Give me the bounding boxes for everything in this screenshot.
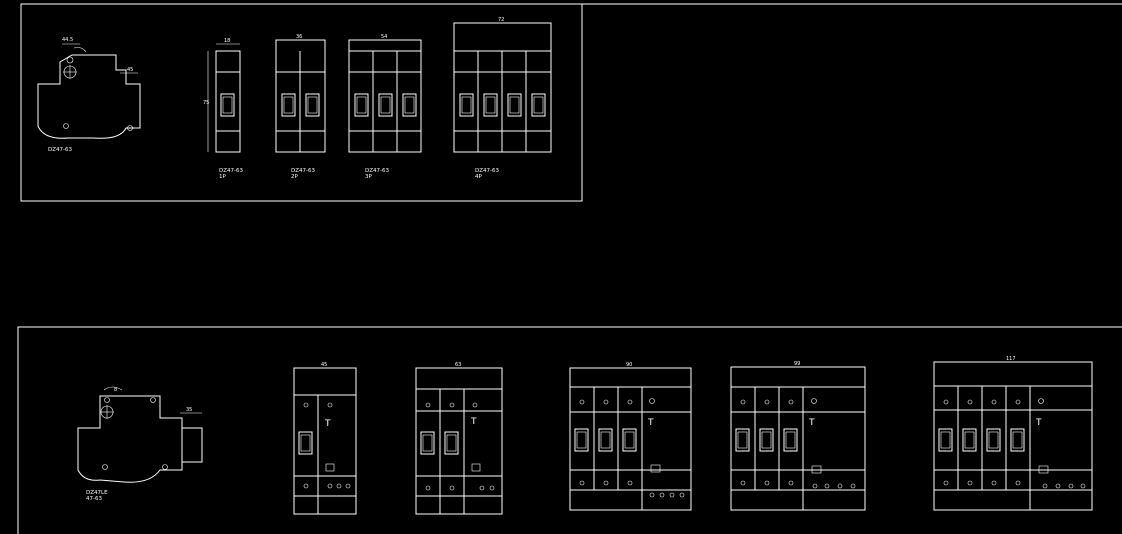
- breaker-3p-label2: 3P: [365, 174, 372, 180]
- bottom-frame: [17, 326, 1122, 534]
- breaker-4p: 72 DZ47-63 4P: [453, 17, 552, 180]
- breaker-4p-label: DZ47-63: [475, 168, 499, 174]
- breaker-1p-label: DZ47-63: [219, 168, 243, 174]
- bottom-side-dim-1: 8: [114, 387, 117, 393]
- side-label: DZ47-63: [48, 147, 72, 153]
- rcbo-99-width: 99: [794, 361, 800, 367]
- breaker-2p-width: 36: [296, 34, 302, 40]
- side-dim-1: 44.5: [62, 37, 73, 43]
- rcbo-117-test: T: [1035, 418, 1042, 428]
- rcbo-45-width: 45: [321, 362, 327, 368]
- rcbo-63-test: T: [470, 417, 477, 427]
- rcbo-117: 117 T: [933, 356, 1093, 511]
- rcbo-45: 45 T: [293, 362, 357, 515]
- breaker-2p-label: DZ47-63: [291, 168, 315, 174]
- breaker-4p-label2: 4P: [475, 174, 482, 180]
- rcbo-63: 63 T: [415, 362, 503, 515]
- breaker-4p-width: 72: [498, 17, 504, 23]
- bottom-side-dim-2: 35: [186, 407, 192, 413]
- rcbo-90: 90 T: [569, 362, 692, 511]
- bottom-side-view: 8 35 DZ47LE 47-63: [77, 386, 203, 502]
- bottom-side-label2: 47-63: [86, 496, 102, 502]
- bottom-side-label: DZ47LE: [86, 490, 108, 496]
- breaker-1p-height: 75: [203, 100, 209, 106]
- top-side-view: 44.5 45 DZ47-63: [37, 37, 141, 153]
- breaker-3p-label: DZ47-63: [365, 168, 389, 174]
- rcbo-99-test: T: [808, 418, 815, 428]
- rcbo-90-width: 90: [626, 362, 632, 368]
- breaker-1p-width: 18: [224, 38, 230, 44]
- breaker-3p: 54 DZ47-63 3P: [348, 34, 422, 180]
- breaker-1p: 18 75 DZ47-63 1P: [203, 38, 243, 180]
- breaker-2p-label2: 2P: [291, 174, 298, 180]
- rcbo-99: 99 T: [730, 361, 866, 511]
- rcbo-45-test: T: [324, 419, 331, 429]
- breaker-3p-width: 54: [381, 34, 387, 40]
- side-dim-2: 45: [127, 67, 133, 73]
- rcbo-117-width: 117: [1006, 356, 1016, 362]
- rcbo-90-test: T: [647, 418, 654, 428]
- breaker-1p-label2: 1P: [219, 174, 226, 180]
- top-frame: [20, 3, 583, 202]
- rcbo-63-width: 63: [455, 362, 461, 368]
- breaker-2p: 36 DZ47-63 2P: [275, 34, 326, 180]
